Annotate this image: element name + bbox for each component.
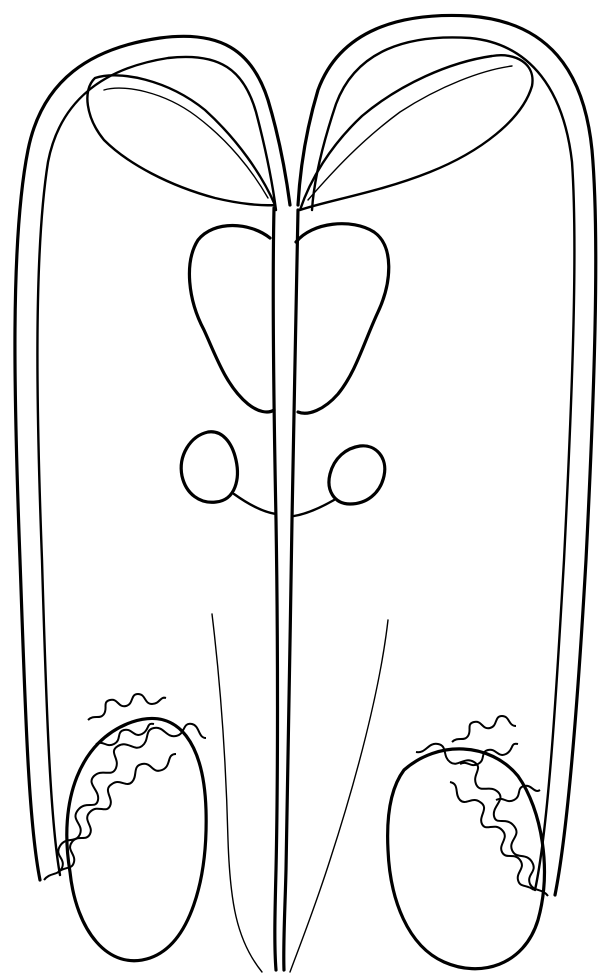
- prostate-left-lobe: [189, 226, 274, 413]
- right-testis: [388, 749, 545, 969]
- right-seminal-vesicle: [300, 55, 533, 210]
- left-vas-deferens: [15, 36, 290, 880]
- urethra: [273, 208, 298, 970]
- penis-right-outline: [290, 620, 388, 972]
- right-bulbourethral-duct: [294, 500, 334, 516]
- penis-left-outline: [212, 614, 262, 972]
- left-bulbourethral-duct: [234, 494, 276, 514]
- prostate-right-lobe: [296, 224, 389, 413]
- left-bulbourethral-gland: [181, 432, 237, 502]
- right-bulbourethral-gland: [329, 446, 385, 504]
- right-epididymis: [416, 716, 548, 896]
- left-seminal-vesicle: [87, 75, 275, 205]
- left-seminal-vesicle-wall: [104, 88, 268, 198]
- left-testis: [67, 718, 206, 960]
